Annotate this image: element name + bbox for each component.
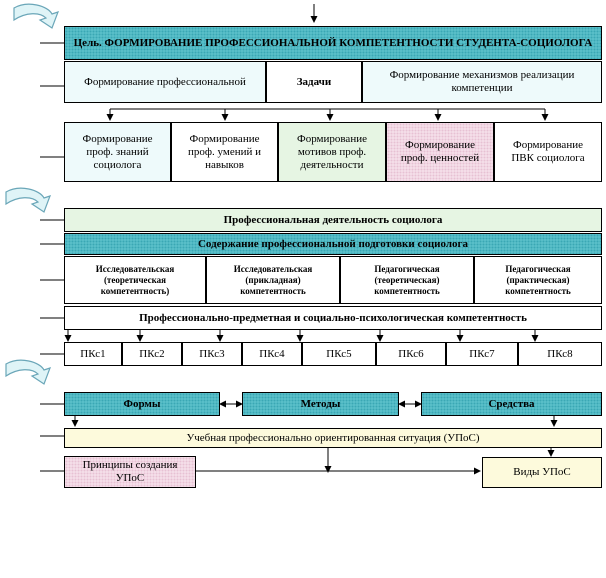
pk-label: ПКс4 bbox=[259, 347, 285, 360]
pk-item: ПКс8 bbox=[518, 342, 602, 366]
goal-title: Цель. ФОРМИРОВАНИЕ ПРОФЕССИОНАЛЬНОЙ КОМП… bbox=[73, 36, 593, 49]
competence-research-applied-box: Исследовательская (прикладная) компетент… bbox=[206, 256, 340, 304]
principles-label: Принципы создания УПоС bbox=[82, 459, 178, 484]
formation-values-box: Формирование проф. ценностей bbox=[386, 122, 494, 182]
goal-box: Цель. ФОРМИРОВАНИЕ ПРОФЕССИОНАЛЬНОЙ КОМП… bbox=[64, 26, 602, 60]
forms-box: Формы bbox=[64, 392, 220, 416]
pk-item: ПКс2 bbox=[122, 342, 182, 366]
pk-item: ПКс3 bbox=[182, 342, 242, 366]
competence-pedagogic-practice-box: Педагогическая (практическая) компетентн… bbox=[474, 256, 602, 304]
curved-arrow-icon bbox=[5, 359, 52, 385]
pk-label: ПКс8 bbox=[547, 347, 573, 360]
formation-motives-box: Формирование мотивов проф. деятельности bbox=[278, 122, 386, 182]
kinds-label: Виды УПоС bbox=[513, 466, 571, 478]
content-training-box: Содержание профессиональной подготовки с… bbox=[64, 233, 602, 255]
situation-label: Учебная профессионально ориентированная … bbox=[186, 431, 480, 444]
formation-knowledge-box: Формирование проф. знаний социолога bbox=[64, 122, 171, 182]
formation-item: Формирование ПВК социолога bbox=[511, 139, 585, 164]
pk-label: ПКс2 bbox=[139, 347, 165, 360]
pk-item: ПКс7 bbox=[446, 342, 518, 366]
task-left-label: Формирование профессиональной bbox=[84, 75, 246, 88]
pk-label: ПКс3 bbox=[199, 347, 225, 360]
subject-psych-label: Профессионально-предметная и социально-п… bbox=[139, 311, 527, 324]
kinds-box: Виды УПоС bbox=[482, 457, 602, 488]
methods-box: Методы bbox=[242, 392, 399, 416]
competence-item: Педагогическая (практическая) компетентн… bbox=[505, 263, 571, 296]
pk-label: ПКс7 bbox=[469, 347, 495, 360]
methods-label: Методы bbox=[300, 397, 341, 410]
formation-item: Формирование проф. умений и навыков bbox=[187, 132, 261, 171]
pk-item: ПКс4 bbox=[242, 342, 302, 366]
subject-psych-box: Профессионально-предметная и социально-п… bbox=[64, 306, 602, 330]
formation-skills-box: Формирование проф. умений и навыков bbox=[171, 122, 278, 182]
content-training-label: Содержание профессиональной подготовки с… bbox=[197, 237, 469, 250]
tasks-box: Задачи bbox=[266, 61, 362, 103]
curved-arrow-icon bbox=[5, 187, 52, 213]
formation-item: Формирование проф. знаний социолога bbox=[82, 132, 153, 171]
pk-item: ПКс6 bbox=[376, 342, 446, 366]
pk-label: ПКс5 bbox=[326, 347, 352, 360]
pk-item: ПКс5 bbox=[302, 342, 376, 366]
formation-pvk-box: Формирование ПВК социолога bbox=[494, 122, 602, 182]
situation-box: Учебная профессионально ориентированная … bbox=[64, 428, 602, 448]
forms-label: Формы bbox=[123, 397, 161, 410]
principles-box: Принципы создания УПоС bbox=[64, 456, 196, 488]
prof-activity-label: Профессиональная деятельность социолога bbox=[223, 213, 443, 226]
pk-label: ПКс1 bbox=[80, 347, 106, 360]
pk-item: ПКс1 bbox=[64, 342, 122, 366]
competence-item: Педагогическая (теоретическая) компетент… bbox=[374, 263, 440, 296]
formation-item: Формирование мотивов проф. деятельности bbox=[297, 132, 367, 171]
means-label: Средства bbox=[488, 397, 535, 410]
task-right-label: Формирование механизмов реализации компе… bbox=[389, 69, 575, 94]
competence-item: Исследовательская (прикладная) компетент… bbox=[233, 263, 313, 296]
task-right-box: Формирование механизмов реализации компе… bbox=[362, 61, 602, 103]
task-left-box: Формирование профессиональной bbox=[64, 61, 266, 103]
prof-activity-box: Профессиональная деятельность социолога bbox=[64, 208, 602, 232]
formation-item: Формирование проф. ценностей bbox=[400, 139, 480, 164]
tasks-label: Задачи bbox=[296, 75, 332, 88]
competence-item: Исследовательская (теоретическая компете… bbox=[95, 263, 175, 296]
competence-pedagogic-theory-box: Педагогическая (теоретическая) компетент… bbox=[340, 256, 474, 304]
pk-label: ПКс6 bbox=[398, 347, 424, 360]
curved-arrow-icon bbox=[13, 3, 60, 29]
means-box: Средства bbox=[421, 392, 602, 416]
competence-research-theory-box: Исследовательская (теоретическая компете… bbox=[64, 256, 206, 304]
